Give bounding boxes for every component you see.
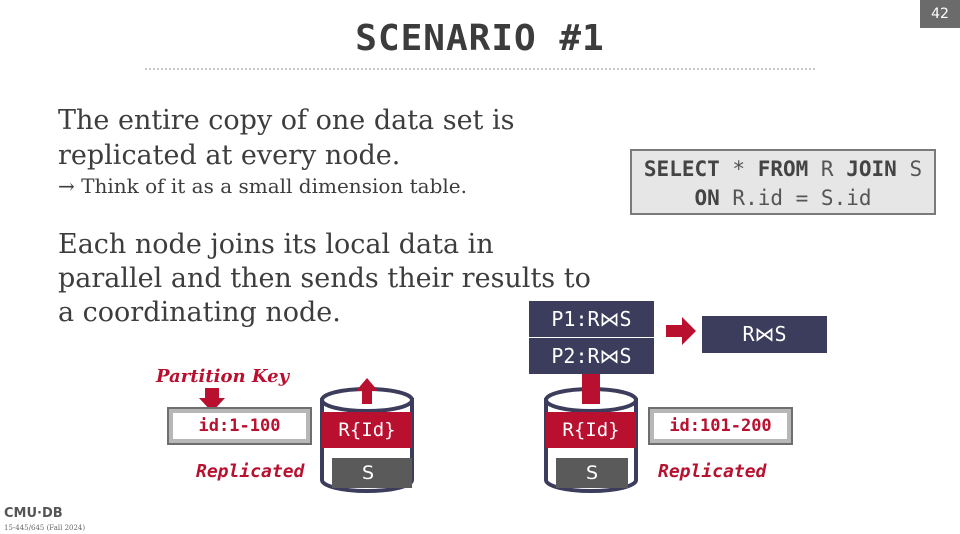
replicated-label-right: Replicated — [658, 461, 767, 482]
node-1-key-range: id:1-100 — [167, 407, 312, 445]
node-2-r-partition — [546, 412, 636, 448]
sql-line-2: ON R.id = S.id — [694, 186, 872, 210]
bullet-2-line-1: Each node joins its local data in — [58, 229, 494, 260]
node-1-s-table — [332, 458, 412, 488]
p2-result-box: P2:R⋈S — [529, 338, 654, 374]
bullet-1-line-1: The entire copy of one data set is — [58, 105, 515, 136]
node-1-s-label: S — [361, 462, 375, 484]
node-1-up-arrow — [356, 378, 378, 404]
partition-key-label: Partition Key — [156, 366, 290, 387]
node-2-s-label: S — [585, 462, 599, 484]
sql-line-1: SELECT * FROM R JOIN S — [643, 157, 923, 181]
title-divider — [145, 68, 815, 70]
cmu-db-logo: CMU·DB — [4, 506, 63, 521]
bullet-2-line-3: a coordinating node. — [58, 297, 341, 328]
bullet-2-line-2: parallel and then sends their results to — [58, 263, 591, 294]
node-1-r-partition — [322, 412, 412, 448]
slide-number: 42 — [920, 0, 960, 28]
node-2-s-table — [556, 458, 628, 488]
node-2-key-range: id:101-200 — [648, 407, 793, 445]
p1-result-box: P1:R⋈S — [529, 301, 654, 337]
node-2-up-arrow — [582, 374, 600, 404]
partition-key-arrow — [199, 388, 225, 412]
node-1-r-label: R{Id} — [338, 419, 396, 441]
bullet-1-line-2: replicated at every node. — [58, 140, 401, 171]
sql-query-box: SELECT * FROM R JOIN S ON R.id = S.id — [630, 149, 936, 215]
slide-title: SCENARIO #1 — [355, 18, 605, 59]
node-2-r-label: R{Id} — [562, 419, 620, 441]
final-result-box: R⋈S — [702, 316, 827, 353]
replicated-label-left: Replicated — [196, 461, 305, 482]
bullet-1-sub: → Think of it as a small dimension table… — [58, 174, 467, 198]
merge-arrow — [666, 317, 696, 345]
course-label: 15-445/645 (Fall 2024) — [4, 524, 86, 532]
